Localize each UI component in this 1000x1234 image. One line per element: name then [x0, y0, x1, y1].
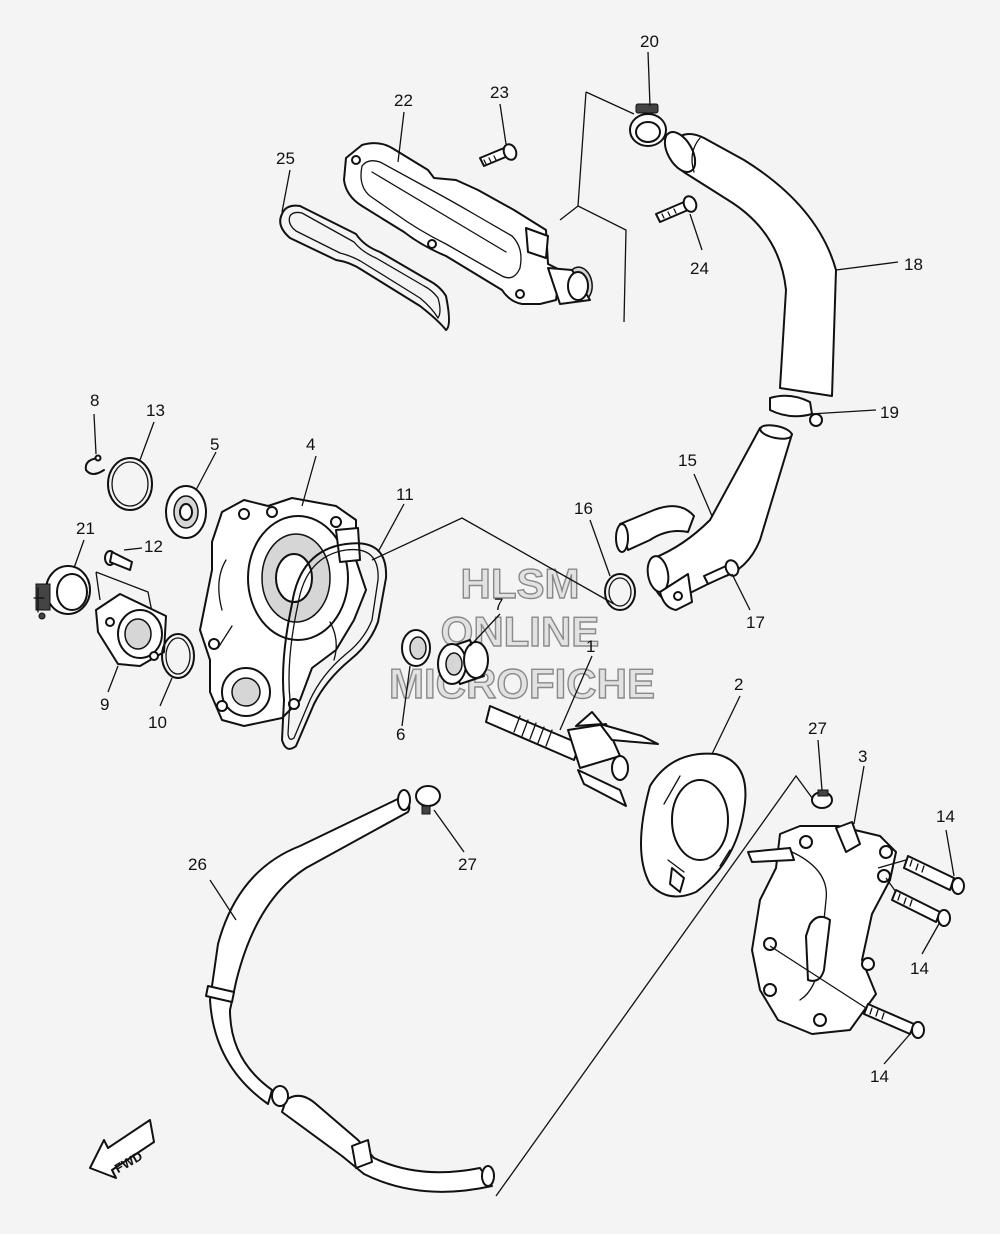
part-7-mechanical-seal[interactable] [437, 639, 489, 685]
part-27-clip-upper[interactable] [811, 789, 833, 809]
part-19-clamp[interactable] [769, 394, 823, 427]
callout-10[interactable]: 10 [148, 713, 167, 732]
callout-20[interactable]: 20 [640, 32, 659, 51]
callout-15[interactable]: 15 [678, 451, 697, 470]
callout-19[interactable]: 19 [880, 403, 899, 422]
watermark-line-3: MICROFICHE [389, 660, 655, 707]
part-17-bolt[interactable] [703, 558, 741, 585]
part-25-gasket[interactable] [279, 204, 450, 331]
callout-25[interactable]: 25 [276, 149, 295, 168]
watermark: HLSM ONLINE MICROFICHE [388, 559, 655, 707]
part-9-pipe-fitting[interactable] [95, 593, 167, 667]
part-16-o-ring[interactable] [604, 573, 636, 611]
callout-5[interactable]: 5 [210, 435, 219, 454]
bolt-axis-lines [769, 859, 907, 1009]
callout-bracket-11 [371, 517, 615, 605]
callout-22[interactable]: 22 [394, 91, 413, 110]
part-10-o-ring[interactable] [161, 633, 195, 679]
part-6-oil-seal[interactable] [401, 629, 431, 667]
callout-17[interactable]: 17 [746, 613, 765, 632]
part-22-thermostat-cover[interactable] [343, 142, 595, 305]
part-4-pump-housing[interactable] [199, 497, 367, 727]
part-14-bolt-a[interactable] [903, 855, 965, 895]
callout-12[interactable]: 12 [144, 537, 163, 556]
callout-26[interactable]: 26 [188, 855, 207, 874]
callout-bracket-12 [95, 571, 153, 613]
part-18-upper-hose[interactable] [659, 127, 837, 397]
callout-3[interactable]: 3 [858, 747, 867, 766]
callout-bracket-27 [495, 774, 819, 1197]
part-8-circlip[interactable] [84, 454, 105, 475]
callout-21[interactable]: 21 [76, 519, 95, 538]
callout-14-c[interactable]: 14 [870, 1067, 889, 1086]
part-27-clip-lower[interactable] [415, 785, 441, 815]
callout-14-b[interactable]: 14 [910, 959, 929, 978]
part-5-bearing[interactable] [165, 485, 207, 539]
callout-4[interactable]: 4 [306, 435, 315, 454]
callout-9[interactable]: 9 [100, 695, 109, 714]
part-26-lower-hose[interactable] [205, 789, 495, 1193]
part-15-pipe[interactable] [615, 423, 793, 611]
callout-1[interactable]: 1 [586, 637, 595, 656]
callout-14-a[interactable]: 14 [936, 807, 955, 826]
callout-13[interactable]: 13 [146, 401, 165, 420]
callout-16[interactable]: 16 [574, 499, 593, 518]
part-13-o-ring[interactable] [107, 457, 153, 511]
callout-23[interactable]: 23 [490, 83, 509, 102]
part-20-clamp[interactable] [629, 103, 667, 147]
part-1-impeller-shaft[interactable] [485, 705, 659, 807]
part-14-bolt-c[interactable] [863, 1003, 925, 1039]
part-12-bolt[interactable] [104, 550, 133, 571]
callout-bracket-top [559, 91, 635, 323]
callout-27-lower[interactable]: 27 [458, 855, 477, 874]
callout-2[interactable]: 2 [734, 675, 743, 694]
callout-18[interactable]: 18 [904, 255, 923, 274]
callout-27-upper[interactable]: 27 [808, 719, 827, 738]
callout-11[interactable]: 11 [396, 485, 414, 504]
watermark-line-1: HLSM [461, 560, 580, 607]
part-14-bolt-b[interactable] [891, 889, 951, 927]
callout-7[interactable]: 7 [494, 595, 503, 614]
callout-6[interactable]: 6 [396, 725, 405, 744]
part-2-cover-plate[interactable] [640, 752, 747, 898]
fwd-arrow-icon: FWD [89, 1119, 155, 1179]
part-3-pump-cover[interactable] [747, 821, 897, 1035]
callout-labels: 20 22 23 25 24 18 19 15 16 17 8 13 5 4 1… [76, 32, 955, 1086]
callout-8[interactable]: 8 [90, 391, 99, 410]
part-23-bolt[interactable] [479, 142, 519, 167]
callout-24[interactable]: 24 [690, 259, 709, 278]
leader-lines [73, 51, 955, 1065]
part-11-gasket[interactable] [281, 542, 388, 750]
part-21-clamp[interactable] [33, 565, 91, 620]
part-24-bolt[interactable] [655, 194, 699, 223]
